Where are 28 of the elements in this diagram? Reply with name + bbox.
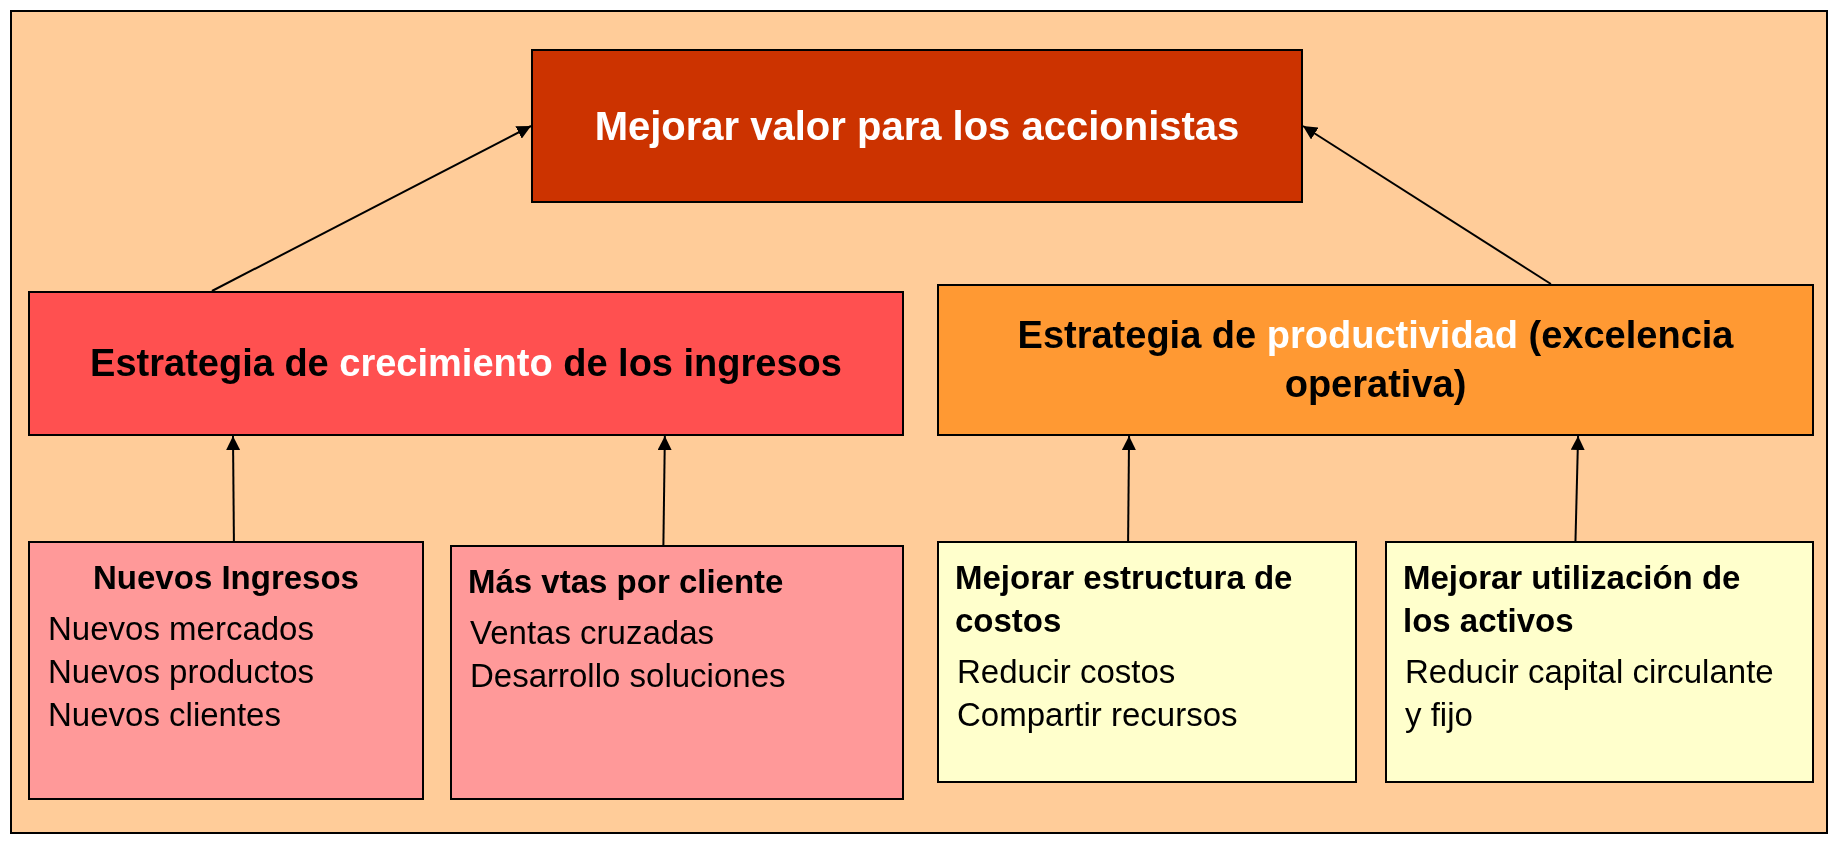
initiative-box [1385,541,1814,783]
arrow [1302,125,1552,285]
list-item: Reducir costos [957,651,1177,692]
box-heading: Mejorar utilización de los activos [1403,558,1742,641]
box-title: Estrategia de productividad (excelencia operativa) [1016,312,1735,407]
goal-box [531,49,1303,203]
list-item: Nuevos mercados [48,608,315,649]
list-item: Nuevos productos [48,651,315,692]
list-item: Compartir recursos [957,694,1239,735]
list-item: Reducir capital circulante y fijo [1405,651,1775,735]
list-item: Nuevos clientes [48,694,282,735]
arrow [226,435,241,542]
initiative-box [450,545,904,800]
strategy-box [28,291,904,436]
arrow [210,125,532,292]
list-item: Ventas cruzadas [470,612,715,653]
initiative-box [937,541,1357,783]
box-heading: Más vtas por cliente [468,562,785,602]
strategy-box [937,284,1814,436]
arrow [1570,435,1585,542]
list-item: Desarrollo soluciones [470,655,787,696]
arrow [657,435,672,546]
initiative-box [28,541,424,800]
arrow [1121,435,1136,542]
box-heading: Mejorar estructura de costos [955,558,1294,641]
box-heading: Nuevos Ingresos [92,558,360,598]
box-title: Mejorar valor para los accionistas [594,103,1240,150]
box-title: Estrategia de crecimiento de los ingresos [90,340,842,386]
